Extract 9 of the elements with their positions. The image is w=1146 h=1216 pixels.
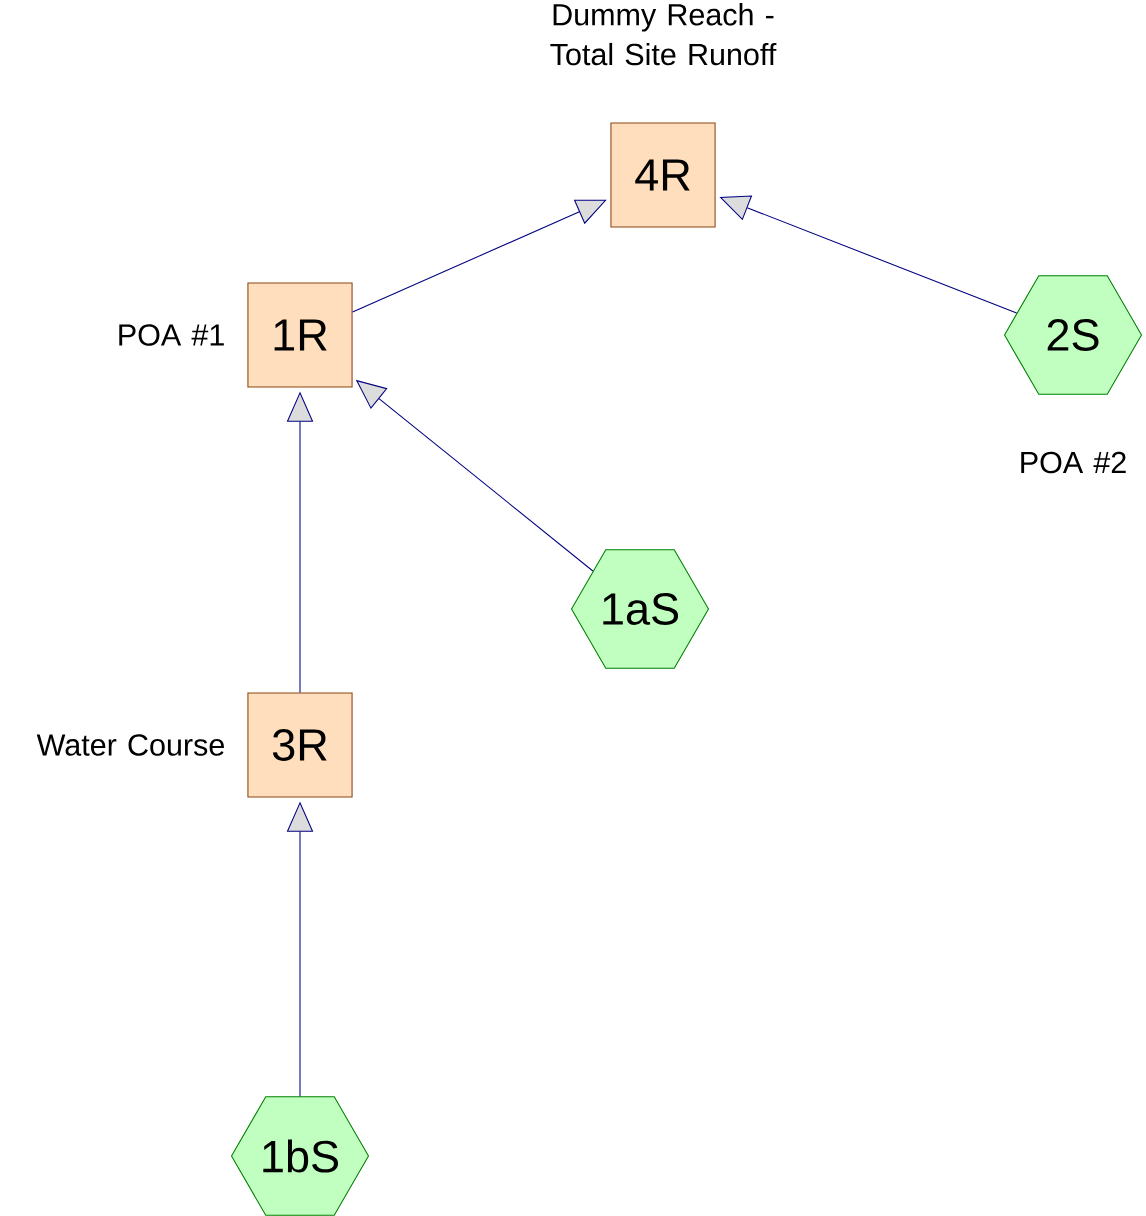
node-caption: POA #2 [1021, 451, 1126, 474]
reach-box: 3R [247, 692, 353, 798]
node-caption: POA #1 [119, 324, 224, 346]
reach-box: 4R [610, 122, 716, 228]
arrow [352, 199, 607, 313]
reach-box: 1R [247, 282, 353, 388]
node-caption: Dummy Reach - Total Site Runoff [550, 3, 777, 66]
subcatchment-hexagon: 2S [1003, 275, 1143, 395]
node-caption: Water Course [36, 734, 224, 756]
